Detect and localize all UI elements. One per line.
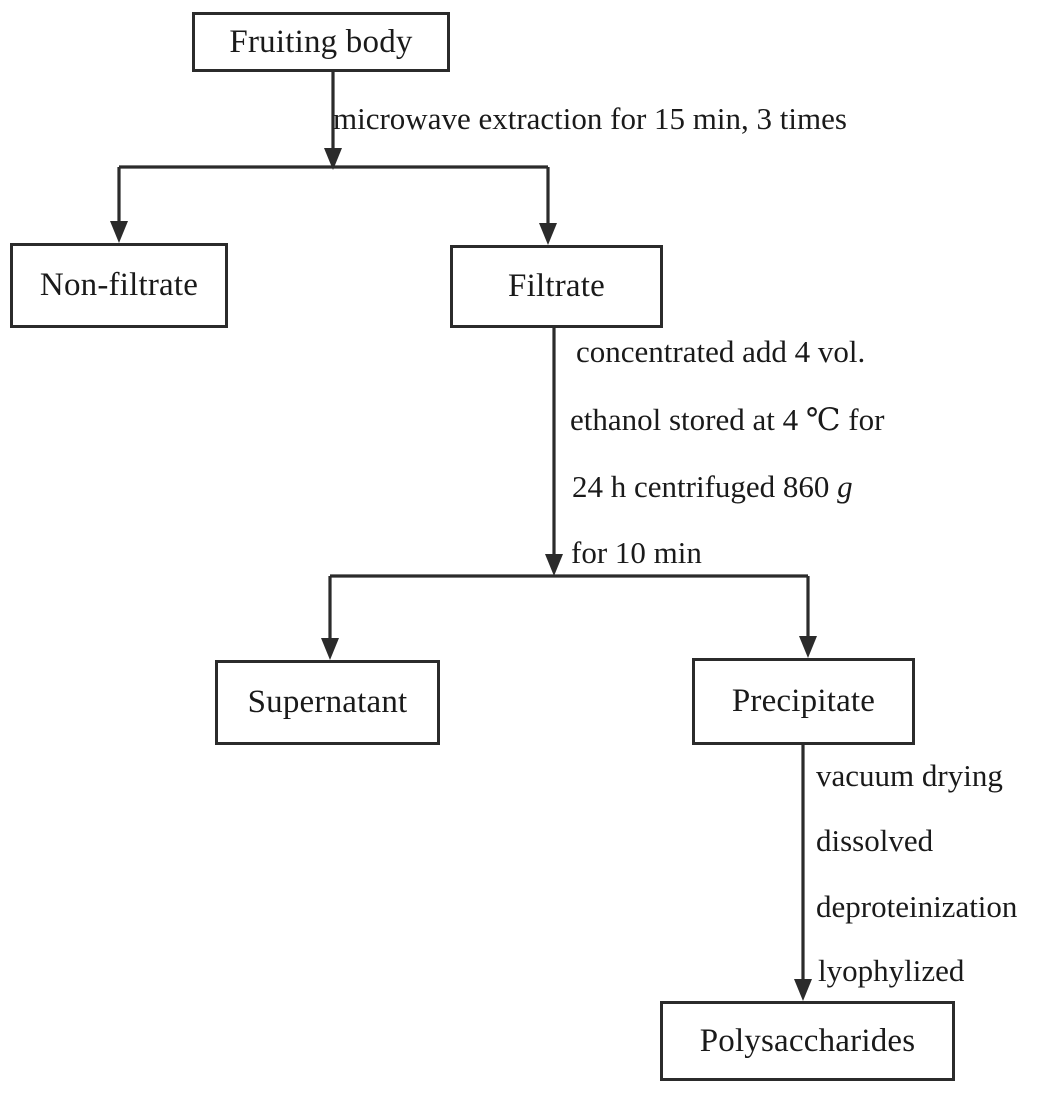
edge-label-precipitation-line3: 24 h centrifuged 860 g bbox=[572, 471, 853, 502]
node-non-filtrate-label: Non-filtrate bbox=[39, 267, 199, 304]
edge-label-purification-line4: lyophylized bbox=[818, 953, 965, 988]
edge-label-purification-line3: deproteinization bbox=[816, 889, 1018, 924]
arrowhead-down-split1 bbox=[324, 148, 342, 170]
node-filtrate-label: Filtrate bbox=[508, 268, 605, 305]
node-polysaccharides[interactable]: Polysaccharides bbox=[660, 1001, 955, 1081]
edge-label-precipitation-line3-unit: g bbox=[837, 469, 853, 504]
edge-label-precipitation-line2: ethanol stored at 4 ℃ for bbox=[570, 402, 885, 437]
node-fruiting-body-label: Fruiting body bbox=[229, 23, 413, 60]
node-precipitate-label: Precipitate bbox=[731, 683, 876, 720]
edge-label-microwave-extraction: microwave extraction for 15 min, 3 times bbox=[333, 101, 847, 136]
edge-label-purification-line2: dissolved bbox=[816, 823, 934, 858]
edge-label-purification-line1: vacuum drying bbox=[816, 758, 1003, 793]
arrowhead-down-supernatant bbox=[321, 638, 339, 660]
node-supernatant[interactable]: Supernatant bbox=[215, 660, 440, 745]
node-fruiting-body[interactable]: Fruiting body bbox=[192, 12, 450, 72]
arrowhead-down-precipitate bbox=[799, 636, 817, 658]
arrowhead-down-split2 bbox=[545, 554, 563, 576]
arrowhead-down-nonfiltrate bbox=[110, 221, 128, 243]
node-supernatant-label: Supernatant bbox=[247, 684, 408, 721]
node-polysaccharides-label: Polysaccharides bbox=[699, 1022, 916, 1059]
node-filtrate[interactable]: Filtrate bbox=[450, 245, 663, 328]
edge-label-precipitation-line1: concentrated add 4 vol. bbox=[576, 334, 866, 369]
edge-label-precipitation-line4: for 10 min bbox=[571, 535, 702, 570]
node-non-filtrate[interactable]: Non-filtrate bbox=[10, 243, 228, 328]
arrowhead-down-polysaccharides bbox=[794, 979, 812, 1001]
arrowhead-down-filtrate bbox=[539, 223, 557, 245]
node-precipitate[interactable]: Precipitate bbox=[692, 658, 915, 745]
edge-label-precipitation-line3-text: 24 h centrifuged 860 bbox=[572, 469, 838, 504]
